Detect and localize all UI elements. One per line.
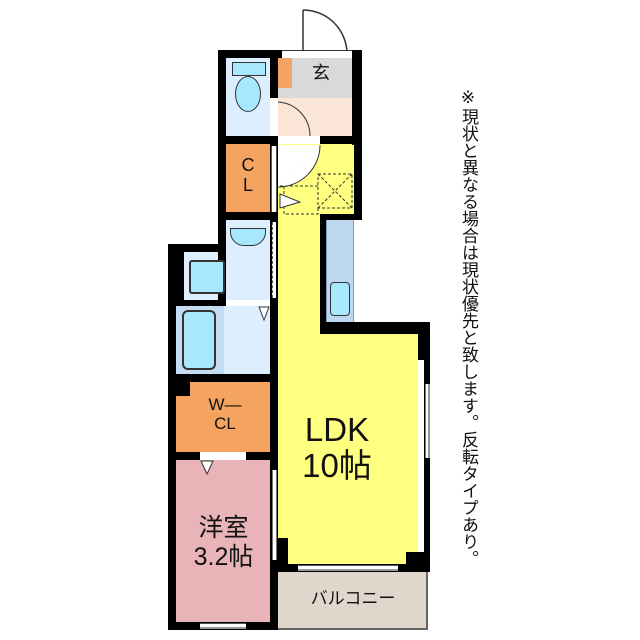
- washroom-sliding-door: [272, 222, 276, 298]
- bathtub: [182, 310, 216, 370]
- disclaimer-note: ※現状と異なる場合は現状優先と致します。反転タイプあり。: [458, 88, 478, 567]
- wall: [218, 50, 226, 305]
- washing-machine: [189, 260, 225, 294]
- wcl-door-opening: [200, 452, 246, 460]
- western-room-sliding-door: [272, 470, 277, 560]
- shoe-box: [278, 58, 292, 88]
- closet-room: [226, 144, 270, 212]
- ldk-room-lower: [278, 334, 418, 564]
- ldk-side-window: [425, 384, 430, 458]
- toilet-door-swing-icon: [277, 101, 311, 137]
- wall: [320, 322, 430, 334]
- ldk-label: LDK 10帖: [282, 411, 392, 485]
- wall: [418, 322, 430, 360]
- western-room-window: [200, 623, 246, 629]
- wcl-label-line1: W—: [208, 395, 242, 414]
- walk-in-closet-room: [176, 382, 271, 452]
- hall-door-opening: [278, 136, 320, 144]
- wall: [176, 382, 190, 396]
- ldk-label-line2: 10帖: [302, 447, 372, 485]
- bath-door-arrow-icon: [258, 306, 270, 322]
- closet-label-line1: C: [241, 155, 255, 175]
- western-room-label-line2: 3.2帖: [193, 542, 254, 571]
- western-door-arrow-icon: [200, 460, 214, 476]
- refrigerator-space-icon: [279, 173, 353, 215]
- wall: [320, 214, 326, 326]
- wall: [168, 300, 278, 306]
- wall: [352, 50, 362, 145]
- wall: [270, 50, 278, 98]
- ldk-label-line1: LDK: [304, 411, 370, 448]
- wall: [168, 244, 176, 630]
- wall: [320, 214, 362, 220]
- balcony-label: バルコニー: [310, 589, 396, 608]
- entrance-label: 玄: [312, 63, 330, 83]
- western-room: [176, 460, 271, 622]
- wall: [176, 244, 184, 306]
- front-door-opening: [282, 50, 352, 58]
- ldk-balcony-window: [298, 565, 398, 571]
- wall: [424, 360, 430, 570]
- closet-label-line2: L: [242, 174, 253, 195]
- toilet-tank: [232, 62, 266, 76]
- wall: [218, 50, 282, 58]
- wall: [218, 212, 278, 220]
- western-room-label-line1: 洋室: [198, 514, 249, 542]
- western-room-label: 洋室 3.2帖: [176, 514, 271, 572]
- closet-door: [271, 146, 277, 212]
- kitchen-sink: [330, 282, 350, 316]
- wall: [406, 552, 424, 564]
- toilet-bowl: [235, 76, 261, 112]
- walk-in-closet-label: W— CL: [180, 395, 270, 433]
- balcony-room: [278, 572, 428, 630]
- wall: [168, 374, 278, 382]
- wcl-label-line2: CL: [214, 413, 236, 433]
- hall-room: [278, 98, 354, 136]
- wall: [270, 220, 278, 630]
- wall: [278, 538, 288, 564]
- bath-door-opening: [226, 300, 270, 306]
- wall: [168, 244, 226, 252]
- wall: [354, 136, 362, 216]
- closet-label: C L: [226, 155, 270, 196]
